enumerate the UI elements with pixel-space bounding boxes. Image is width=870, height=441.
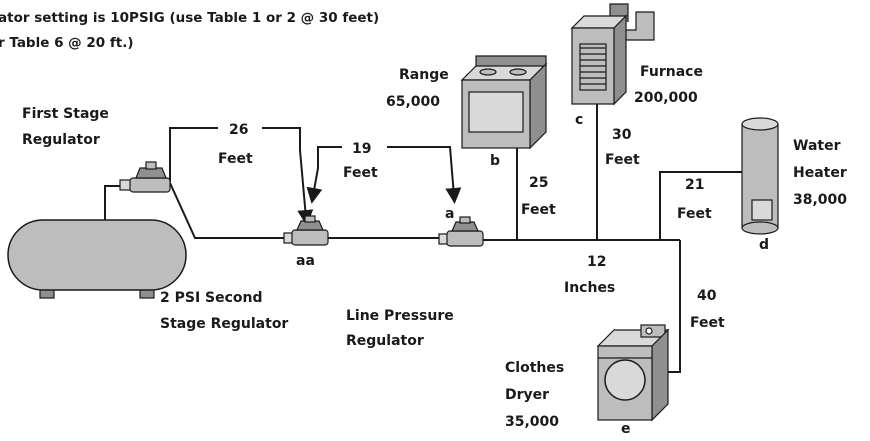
furnace-vent-slats — [579, 43, 607, 91]
svg-text:Regulator: Regulator — [22, 132, 100, 148]
svg-text:35,000: 35,000 — [505, 414, 559, 430]
tag-d: d — [759, 237, 769, 253]
water-heater-label: Water Heater 38,000 — [793, 138, 847, 208]
water-heater-icon — [741, 117, 779, 235]
furnace-icon — [570, 3, 655, 106]
svg-text:Dryer: Dryer — [505, 387, 549, 403]
line-pressure-regulator-icon — [438, 216, 484, 247]
tag-b: b — [490, 153, 500, 169]
svg-text:Regulator: Regulator — [346, 333, 424, 349]
header-line-1: ator setting is 10PSIG (use Table 1 or 2… — [0, 10, 379, 26]
svg-text:Line Pressure: Line Pressure — [346, 308, 454, 324]
svg-text:Inches: Inches — [564, 280, 615, 296]
pipe-12-inches-label: 12 Inches — [564, 254, 615, 296]
svg-text:19: 19 — [352, 141, 371, 157]
tag-c: c — [575, 112, 583, 128]
svg-text:2 PSI Second: 2 PSI Second — [160, 290, 263, 306]
bracket-19-right-arrow — [387, 146, 462, 204]
pipe-30-feet-label: 30 Feet — [605, 127, 640, 168]
clothes-dryer-icon — [596, 324, 670, 422]
svg-text:First Stage: First Stage — [22, 106, 109, 122]
pipe-21-feet-label: 21 Feet — [677, 177, 712, 222]
bracket-26-left — [169, 127, 218, 182]
svg-text:38,000: 38,000 — [793, 192, 847, 208]
svg-text:Range: Range — [399, 67, 449, 83]
svg-text:Water: Water — [793, 138, 841, 154]
svg-text:65,000: 65,000 — [386, 94, 440, 110]
svg-text:30: 30 — [612, 127, 632, 143]
bracket-26-right-arrow — [262, 127, 314, 226]
pipe-40-feet-label: 40 Feet — [690, 288, 725, 331]
svg-text:Heater: Heater — [793, 165, 847, 181]
tag-e: e — [621, 421, 631, 436]
header-line-2: r Table 6 @ 20 ft.) — [0, 35, 134, 51]
svg-text:26: 26 — [229, 122, 248, 138]
svg-text:200,000: 200,000 — [634, 90, 698, 106]
first-stage-regulator-icon — [119, 161, 171, 193]
range-icon — [460, 55, 548, 150]
svg-text:Feet: Feet — [690, 315, 725, 331]
tank-riser-pipe — [104, 185, 128, 222]
svg-text:Feet: Feet — [343, 165, 378, 181]
svg-text:Clothes: Clothes — [505, 360, 564, 376]
pipe-26-feet-label: 26 Feet — [218, 122, 253, 167]
range-label: Range 65,000 — [386, 67, 449, 110]
svg-text:40: 40 — [697, 288, 717, 304]
piping — [104, 104, 744, 373]
svg-text:Stage Regulator: Stage Regulator — [160, 316, 288, 332]
svg-text:Furnace: Furnace — [640, 64, 703, 80]
dryer-branch-pipe — [667, 240, 681, 373]
first-stage-to-2psi-pipe — [169, 182, 286, 239]
tag-a: a — [445, 206, 454, 222]
bracket-19-left-arrow — [306, 146, 342, 204]
svg-text:12: 12 — [587, 254, 606, 270]
length-brackets — [169, 127, 462, 226]
pipe-19-feet-label: 19 Feet — [343, 141, 378, 181]
first-stage-label: First Stage Regulator — [22, 106, 109, 148]
svg-text:25: 25 — [529, 175, 548, 191]
tag-aa: aa — [296, 253, 315, 269]
pipe-25-feet-label: 25 Feet — [521, 175, 556, 218]
line-pressure-label: Line Pressure Regulator — [346, 308, 454, 349]
furnace-label: Furnace 200,000 — [634, 64, 703, 106]
svg-text:Feet: Feet — [218, 151, 253, 167]
svg-text:Feet: Feet — [605, 152, 640, 168]
2psi-regulator-icon — [283, 215, 329, 246]
svg-text:21: 21 — [685, 177, 704, 193]
water-heater-branch-pipe — [659, 171, 744, 240]
svg-text:Feet: Feet — [521, 202, 556, 218]
clothes-dryer-label: Clothes Dryer 35,000 — [505, 360, 564, 430]
propane-tank — [7, 219, 187, 299]
svg-text:Feet: Feet — [677, 206, 712, 222]
second-stage-2psi-label: 2 PSI Second Stage Regulator — [160, 290, 288, 332]
